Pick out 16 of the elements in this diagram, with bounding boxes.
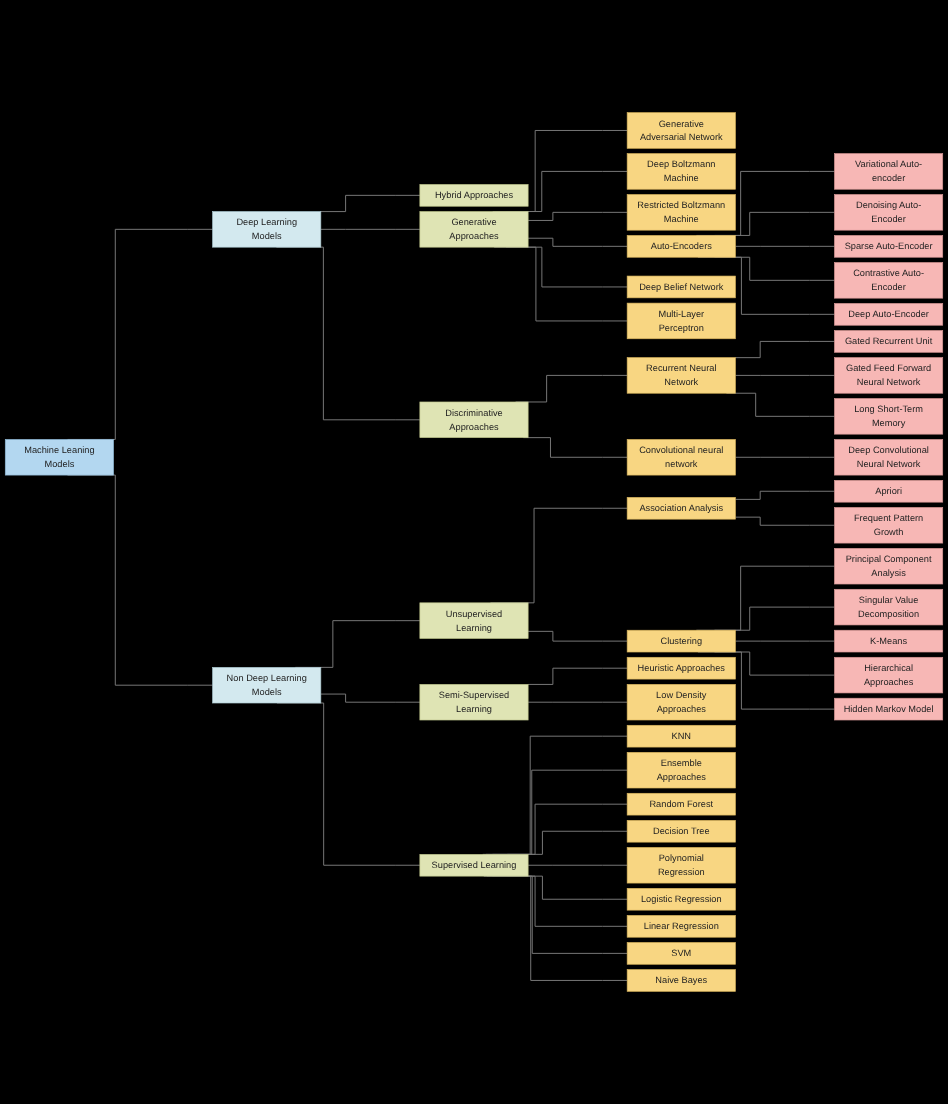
connector bbox=[734, 340, 835, 359]
connector bbox=[734, 490, 835, 500]
connector bbox=[734, 516, 835, 526]
connector bbox=[527, 864, 628, 866]
connector bbox=[527, 667, 628, 685]
connector bbox=[734, 374, 835, 376]
connector bbox=[527, 630, 628, 642]
connector bbox=[734, 640, 835, 642]
connector bbox=[734, 245, 835, 247]
connector bbox=[320, 693, 421, 703]
connector bbox=[320, 194, 421, 213]
connector bbox=[527, 237, 628, 247]
connector bbox=[320, 228, 421, 230]
connector bbox=[527, 701, 628, 703]
connector bbox=[734, 456, 835, 458]
connector bbox=[527, 211, 628, 221]
